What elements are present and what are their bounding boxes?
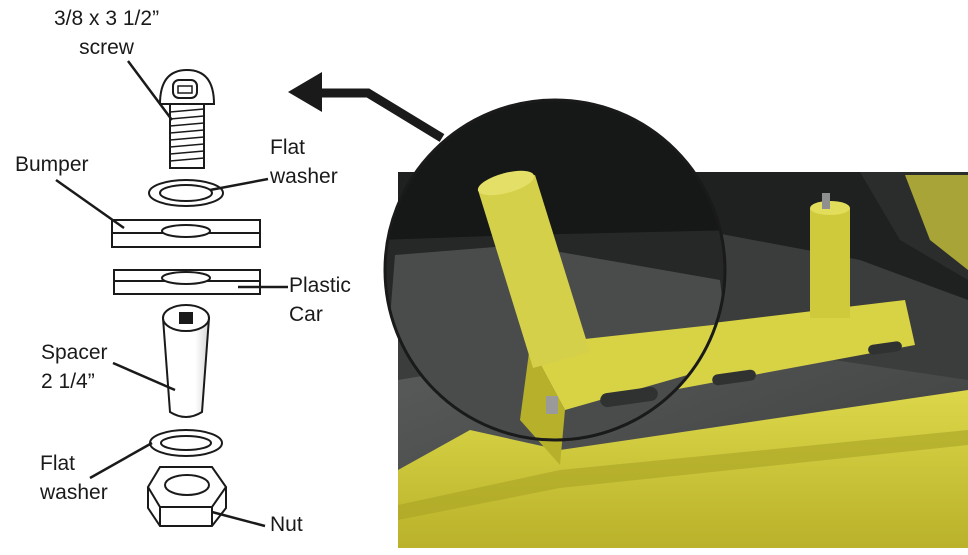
installation-photo [383,98,968,548]
nut-drawing [146,466,228,527]
flat-washer-top-label-line1: Flat [270,136,306,159]
screw-label-name: screw [79,36,134,59]
plastic-car-label-line1: Plastic [289,274,351,297]
bumper-label: Bumper [15,153,89,176]
plastic-car-drawing [113,269,261,295]
flat-washer-bottom-drawing [149,429,223,457]
spacer-label: Spacer 2 1/4” [41,338,108,396]
spacer-label-name: Spacer [41,341,108,364]
flat-washer-top-drawing [148,179,224,207]
flat-washer-bottom-label-line2: washer [40,481,108,504]
flat-washer-top-label: Flat washer [270,133,338,191]
flat-washer-top-label-line2: washer [270,165,338,188]
screw-drawing [158,68,216,169]
pointer-arrow [288,72,445,142]
plastic-car-label: Plastic Car [289,271,351,329]
screw-label-size: 3/8 x 3 1/2” [54,7,160,30]
plastic-car-label-line2: Car [289,303,323,326]
spacer-label-size: 2 1/4” [41,370,95,393]
spacer-drawing [161,304,211,418]
nut-label: Nut [270,513,303,536]
leader-lines [55,60,288,528]
bumper-drawing [111,219,261,248]
flat-washer-bottom-label-line1: Flat [40,452,76,475]
screw-label: 3/8 x 3 1/2” screw [54,4,159,62]
flat-washer-bottom-label: Flat washer [40,449,108,507]
